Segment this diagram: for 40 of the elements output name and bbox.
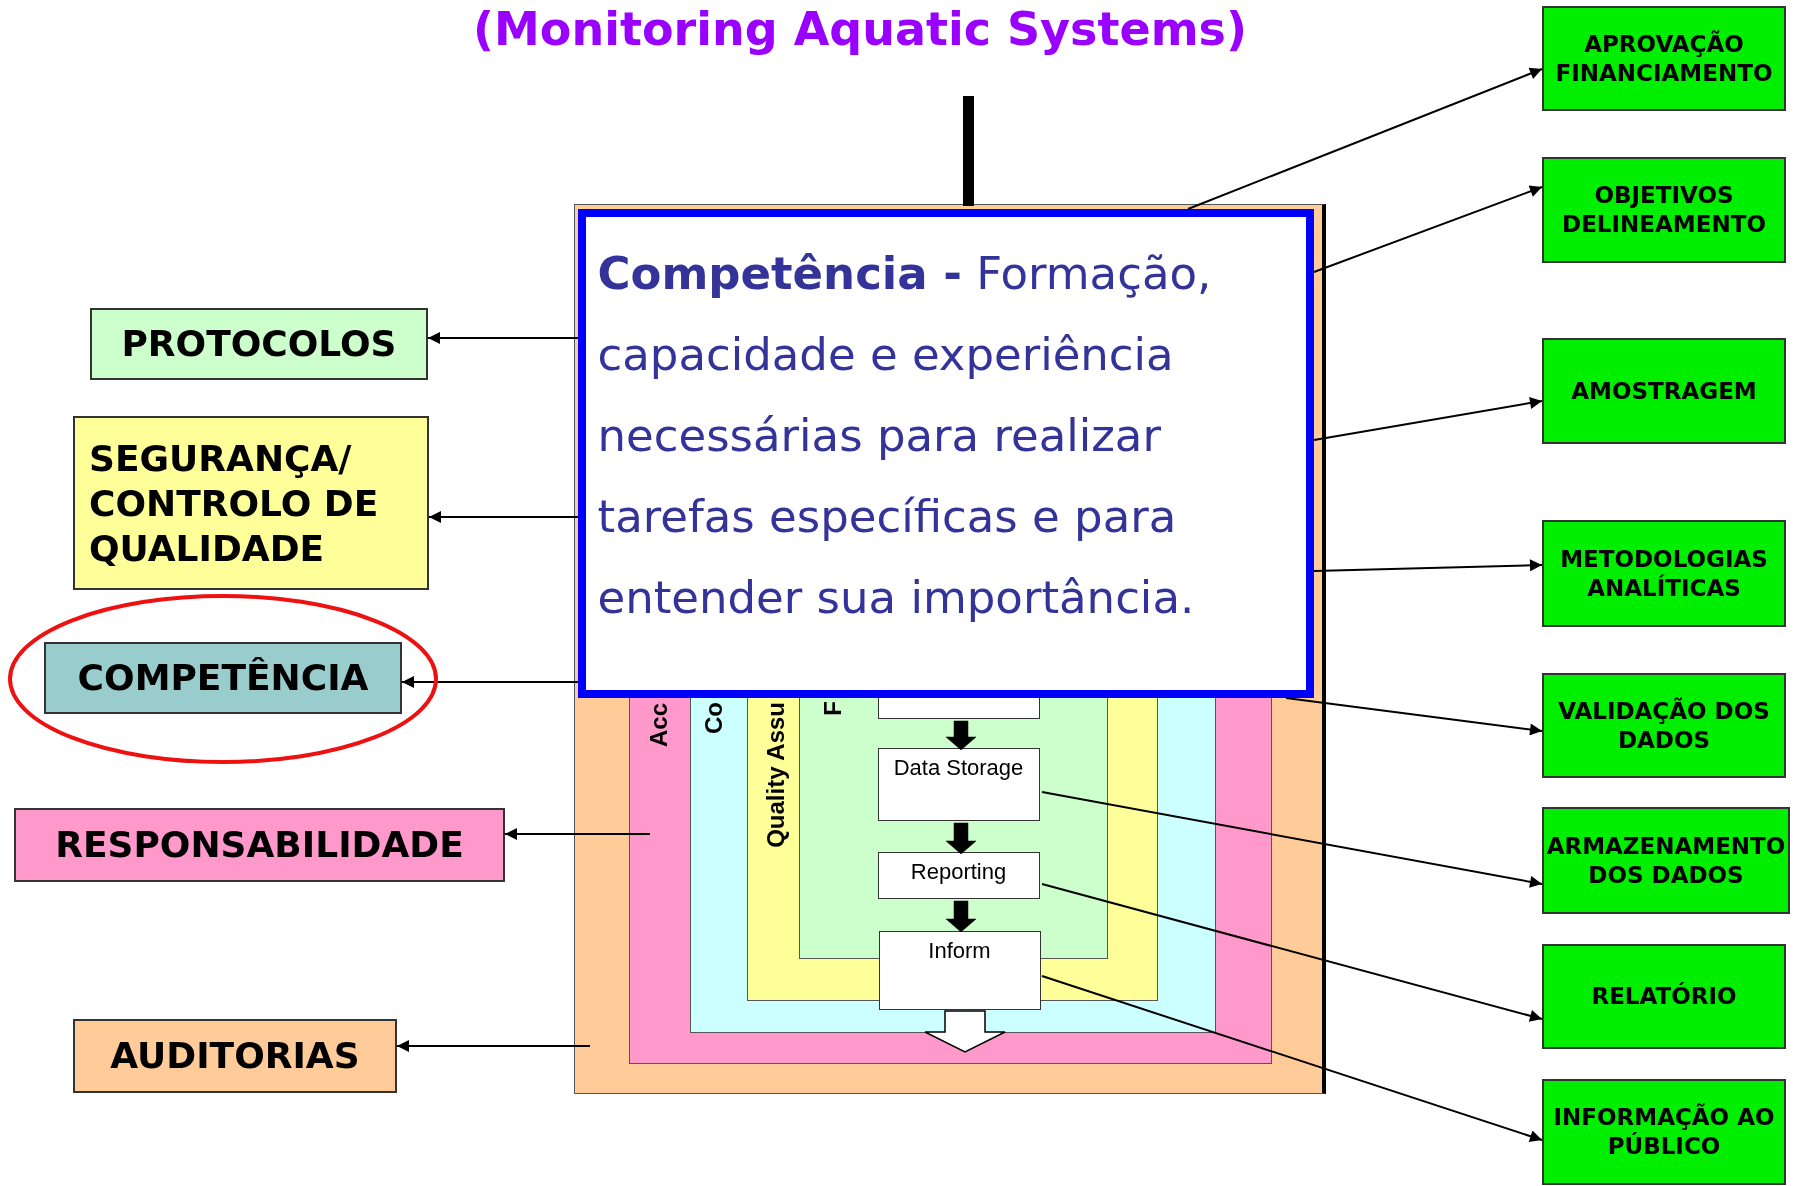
frame-label: Acc	[644, 702, 673, 747]
step-box: RELATÓRIO	[1542, 944, 1786, 1049]
topic-box: PROTOCOLOS	[90, 308, 428, 380]
arrow	[427, 332, 579, 344]
step-box: VALIDAÇÃO DOS DADOS	[1542, 673, 1786, 778]
frame-panel	[574, 204, 1326, 1094]
title: (Monitoring Aquatic Systems)	[472, 2, 1248, 56]
thick-arrow	[945, 900, 977, 933]
arrow	[1285, 697, 1543, 736]
arrow	[1313, 397, 1543, 441]
step-box: AMOSTRAGEM	[1542, 338, 1786, 444]
frame-label: Quality Assu	[761, 701, 790, 848]
process-box: Reporting	[877, 851, 1040, 899]
topic-box: SEGURANÇA/ CONTROLO DE QUALIDADE	[73, 416, 429, 590]
step-box: METODOLOGIAS ANALÍTICAS	[1542, 520, 1786, 627]
topic-box: AUDITORIAS	[73, 1019, 397, 1093]
arrow	[1041, 975, 1543, 1142]
topic-box: COMPETÊNCIA	[44, 642, 402, 714]
arrow	[1313, 185, 1543, 273]
step-box: INFORMAÇÃO AO PÚBLICO	[1542, 1079, 1786, 1185]
definition-popup: Competência - Formação, capacidade e experiência necessárias para realizar tarefas específicas e para entender sua importância.	[577, 208, 1314, 698]
arrow	[1041, 883, 1543, 1022]
process-box: Data Storage	[877, 747, 1040, 821]
thick-arrow	[945, 822, 977, 855]
frame-label: F	[819, 701, 847, 716]
step-box: OBJETIVOS DELINEAMENTO	[1542, 157, 1786, 263]
arrow	[428, 511, 579, 523]
arrow	[1187, 67, 1543, 210]
topic-box: RESPONSABILIDADE	[14, 808, 505, 882]
process-box: Inform	[878, 930, 1041, 1010]
arrow	[396, 1040, 591, 1052]
arrow	[1313, 559, 1543, 572]
step-box: ARMAZENAMENTO DOS DADOS	[1542, 807, 1790, 914]
step-box: APROVAÇÃO FINANCIAMENTO	[1542, 6, 1786, 111]
thick-arrow	[945, 720, 977, 751]
arrow	[504, 828, 651, 840]
arrow	[401, 676, 579, 688]
hollow-arrow	[924, 1010, 1006, 1053]
arrow	[1041, 791, 1543, 888]
frame-label: Co	[700, 702, 728, 734]
